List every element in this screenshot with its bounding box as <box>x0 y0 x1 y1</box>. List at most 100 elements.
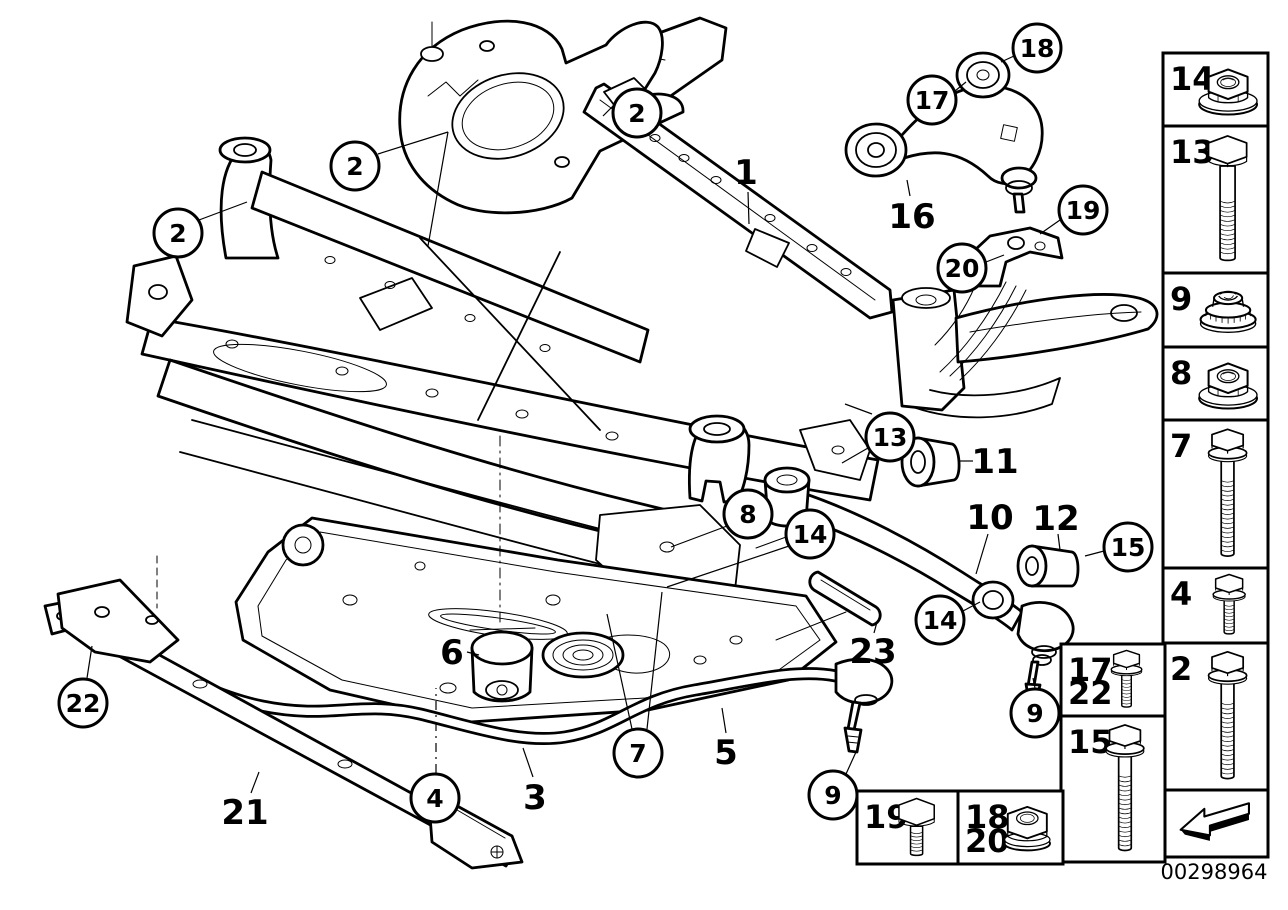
bushing-6 <box>469 627 536 703</box>
legend-cell-14[interactable]: 14 <box>1161 51 1270 128</box>
leader-line-18 <box>1000 55 1015 63</box>
callout-2-3[interactable]: 2 <box>611 87 663 139</box>
callout-circle <box>611 87 663 139</box>
legend-part-number: 15 <box>1068 723 1113 761</box>
front-axle-carrier <box>125 136 880 587</box>
callout-14-2[interactable]: 14 <box>914 594 966 646</box>
callout-16-1[interactable]: 16 <box>888 197 935 237</box>
stabilizer-end-link <box>834 657 894 754</box>
legend-part-number: 20 <box>965 822 1010 860</box>
leader-line-8 <box>670 525 728 548</box>
callout-number: 20 <box>945 254 980 283</box>
callout-number: 7 <box>629 739 646 768</box>
callout-number: 5 <box>714 733 738 773</box>
callout-circle <box>914 594 966 646</box>
callout-number: 22 <box>66 689 101 718</box>
legend-cell-2[interactable]: 2 <box>1161 641 1270 792</box>
callout-7-1[interactable]: 7 <box>612 727 664 779</box>
flange-nut-icon <box>1198 68 1259 116</box>
legend-part-number: 4 <box>1170 575 1192 613</box>
callout-2-2[interactable]: 2 <box>329 140 381 192</box>
callout-number: 14 <box>923 606 958 635</box>
leader-line-9 <box>1032 677 1036 689</box>
callout-18-1[interactable]: 18 <box>1011 22 1063 74</box>
callout-8-1[interactable]: 8 <box>722 488 774 540</box>
leader-line-5 <box>721 707 727 734</box>
legend-part-number: 18 <box>965 798 1010 836</box>
callout-3-1[interactable]: 3 <box>523 778 547 818</box>
callout-22-1[interactable]: 22 <box>57 677 109 729</box>
callout-19-1[interactable]: 19 <box>1057 184 1109 236</box>
callout-14-1[interactable]: 14 <box>784 508 836 560</box>
legend-cell-9[interactable]: 9 <box>1161 271 1270 349</box>
legend-cell-8[interactable]: 8 <box>1161 345 1270 422</box>
callout-2-1[interactable]: 2 <box>152 207 204 259</box>
callout-number: 17 <box>915 86 950 115</box>
callout-circle <box>1011 22 1063 74</box>
legend-cell-19[interactable]: 19 <box>855 789 960 866</box>
callout-number: 2 <box>169 219 186 248</box>
leader-line-2 <box>377 131 449 155</box>
leader-line-22 <box>86 645 93 679</box>
callout-circle <box>57 677 109 729</box>
callout-circle <box>1102 521 1154 573</box>
legend-cell-nav-arrow[interactable] <box>1161 788 1270 859</box>
leader-line-6 <box>466 651 480 656</box>
legend-part-number: 17 <box>1068 651 1113 689</box>
callout-21-1[interactable]: 21 <box>221 793 268 833</box>
flange-nut-icon <box>1198 362 1259 410</box>
leader-line-13 <box>841 447 869 464</box>
bushing-11 <box>900 436 961 488</box>
callout-number: 1 <box>734 153 758 193</box>
leader-line-9 <box>845 751 857 775</box>
callout-20-1[interactable]: 20 <box>936 242 988 294</box>
callout-number: 16 <box>888 197 935 237</box>
callout-17-1[interactable]: 17 <box>906 74 958 126</box>
bushing-7-target <box>541 631 625 679</box>
callout-13-1[interactable]: 13 <box>864 411 916 463</box>
callout-number: 21 <box>221 793 268 833</box>
upper-control-arm <box>844 51 1044 214</box>
leader-line-12 <box>1057 533 1061 551</box>
callout-circle <box>329 140 381 192</box>
callout-23-1[interactable]: 23 <box>849 632 896 672</box>
legend-cell-15[interactable]: 15 <box>1059 714 1167 864</box>
legend-part-number: 14 <box>1170 60 1215 98</box>
callout-15-1[interactable]: 15 <box>1102 521 1154 573</box>
leader-line-17 <box>954 81 967 92</box>
callout-12-1[interactable]: 12 <box>1032 499 1079 539</box>
document-number: 00298964 <box>1160 860 1268 884</box>
callout-1-1[interactable]: 1 <box>734 153 758 193</box>
callout-circle <box>152 207 204 259</box>
callout-9-1[interactable]: 9 <box>1009 687 1061 739</box>
callout-4-1[interactable]: 4 <box>409 772 461 824</box>
leader-line-7 <box>646 591 663 730</box>
callout-circle <box>612 727 664 779</box>
legend-cell-7[interactable]: 7 <box>1161 418 1270 570</box>
callout-circle <box>1009 687 1061 739</box>
legend-cell-4[interactable]: 4 <box>1161 566 1270 645</box>
callout-number: 13 <box>873 423 908 452</box>
legend-part-number: 13 <box>1170 133 1215 171</box>
leader-line-13 <box>844 403 873 415</box>
leader-line-23 <box>873 621 878 634</box>
callout-6-1[interactable]: 6 <box>440 633 464 673</box>
callout-number: 10 <box>966 498 1013 538</box>
leader-line-16 <box>906 179 911 197</box>
right-engine-mount-arm <box>891 281 1159 419</box>
callout-circle <box>1057 184 1109 236</box>
callout-5-1[interactable]: 5 <box>714 733 738 773</box>
leader-line-3 <box>522 747 534 778</box>
callout-circle <box>722 488 774 540</box>
callout-number: 14 <box>793 520 828 549</box>
callout-number: 6 <box>440 633 464 673</box>
callout-9-2[interactable]: 9 <box>807 769 859 821</box>
callout-10-1[interactable]: 10 <box>966 498 1013 538</box>
callout-11-1[interactable]: 11 <box>971 442 1018 482</box>
legend-cell-13[interactable]: 13 <box>1161 124 1270 275</box>
callout-circle <box>409 772 461 824</box>
